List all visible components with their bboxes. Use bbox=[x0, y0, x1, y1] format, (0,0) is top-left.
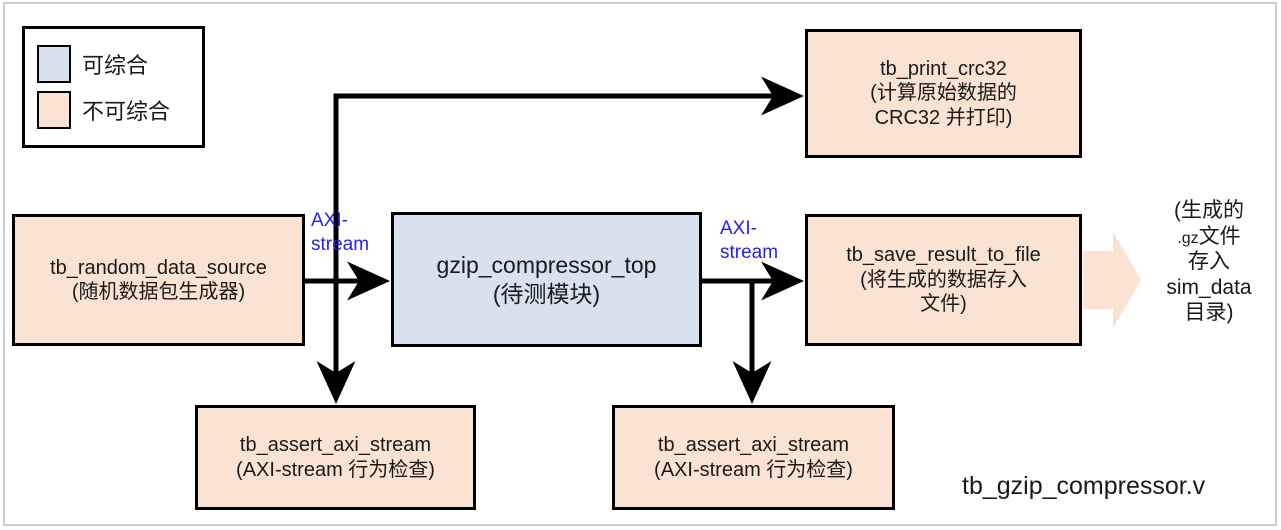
node-title: tb_assert_axi_stream bbox=[239, 434, 432, 457]
node-subtitle: (AXI-stream 行为检查) bbox=[236, 458, 435, 481]
edge-label-line1: AXI- bbox=[311, 210, 348, 231]
legend-item-synthesizable: 可综合 bbox=[37, 45, 202, 83]
output-block-arrow bbox=[1083, 232, 1141, 328]
edge-label-axi-stream-right: AXI- stream bbox=[720, 217, 778, 266]
node-title: gzip_compressor_top bbox=[436, 252, 657, 279]
legend-label-synthesizable: 可综合 bbox=[82, 53, 149, 78]
node-tb-print-crc32[interactable]: tb_print_crc32 (计算原始数据的 CRC32 并打印) bbox=[805, 29, 1082, 158]
edge-label-axi-stream-left: AXI- stream bbox=[311, 209, 369, 258]
output-note-line3: 存入 bbox=[1188, 250, 1230, 274]
legend-swatch-synthesizable bbox=[37, 45, 71, 83]
node-tb-assert-axi-stream-right[interactable]: tb_assert_axi_stream (AXI-stream 行为检查) bbox=[612, 405, 895, 510]
node-subtitle-line1: (计算原始数据的 bbox=[870, 82, 1017, 105]
node-subtitle-line1: (将生成的数据存入 bbox=[860, 268, 1027, 291]
output-note-line1: (生成的 bbox=[1174, 199, 1244, 222]
node-gzip-compressor-top[interactable]: gzip_compressor_top (待测模块) bbox=[391, 212, 702, 347]
edge-label-line2: stream bbox=[720, 242, 779, 264]
node-title: tb_save_result_to_file bbox=[846, 244, 1041, 267]
node-title: tb_print_crc32 bbox=[880, 57, 1007, 80]
node-subtitle: (待测模块) bbox=[492, 280, 601, 307]
output-note-line5: 目录) bbox=[1184, 301, 1234, 325]
edge-label-line2: stream bbox=[311, 234, 370, 256]
output-note-extension: .gz bbox=[1177, 229, 1199, 247]
edge-source-to-print-crc32 bbox=[333, 76, 804, 281]
node-subtitle: (随机数据包生成器) bbox=[71, 281, 246, 303]
node-tb-assert-axi-stream-left[interactable]: tb_assert_axi_stream (AXI-stream 行为检查) bbox=[195, 405, 476, 510]
output-note-file-word: 文件 bbox=[1198, 224, 1241, 248]
legend-label-non-synthesizable: 不可综合 bbox=[82, 99, 171, 124]
output-note-line2: .gz文件 bbox=[1143, 224, 1275, 250]
legend-swatch-non-synthesizable bbox=[37, 91, 71, 129]
output-note: (生成的 .gz文件 存入 sim_data 目录) bbox=[1143, 198, 1275, 326]
legend: 可综合 不可综合 bbox=[22, 26, 205, 148]
node-subtitle-line2: CRC32 并打印) bbox=[874, 106, 1013, 129]
node-subtitle: (AXI-stream 行为检查) bbox=[654, 458, 853, 481]
node-title: tb_assert_axi_stream bbox=[657, 434, 850, 457]
legend-item-non-synthesizable: 不可综合 bbox=[37, 91, 202, 129]
output-note-line4: sim_data bbox=[1166, 275, 1252, 299]
edge-label-line1: AXI- bbox=[720, 218, 757, 239]
node-title: tb_random_data_source bbox=[50, 256, 267, 279]
node-tb-save-result-to-file[interactable]: tb_save_result_to_file (将生成的数据存入 文件) bbox=[805, 214, 1082, 346]
file-caption: tb_gzip_compressor.v bbox=[962, 472, 1206, 500]
node-tb-random-data-source[interactable]: tb_random_data_source (随机数据包生成器) bbox=[12, 214, 305, 346]
node-subtitle-line2: 文件) bbox=[920, 293, 967, 316]
